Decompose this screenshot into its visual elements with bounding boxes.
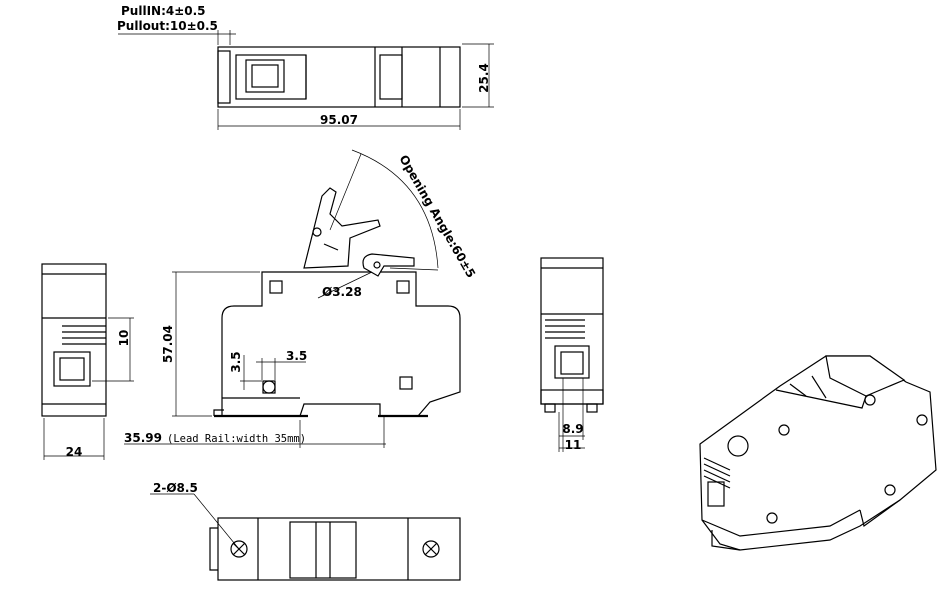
rail-note-label: (Lead Rail:width 35mm): [167, 433, 306, 445]
width-11-label: 11: [565, 438, 582, 452]
bottom-view: [150, 493, 461, 581]
top-view-body: [217, 46, 461, 108]
width-24-label: 24: [66, 445, 83, 459]
top-view: [118, 30, 494, 130]
length-95-07-label: 95.07: [320, 113, 358, 127]
offset-3-5-vertical-label: 3.5: [229, 351, 243, 372]
right-end-view: [540, 257, 604, 452]
offset-3-5-horizontal-label: 3.5: [286, 349, 307, 363]
width-8-9-label: 8.9: [562, 422, 583, 436]
isometric-view: [699, 355, 937, 551]
height-57-04-label: 57.04: [161, 325, 175, 363]
front-view: [124, 149, 461, 448]
pull-out-label: Pullout:10±0.5: [117, 19, 218, 33]
rail-offset-label: 35.99: [124, 431, 162, 445]
diameter-3-28-label: Ø3.28: [322, 285, 362, 299]
left-side-view: [41, 263, 134, 460]
height-25-4-label: 25.4: [477, 63, 491, 93]
pull-in-label: PullIN:4±0.5: [121, 4, 206, 18]
height-10-label: 10: [117, 330, 131, 347]
mount-holes-label: 2-Ø8.5: [153, 481, 198, 495]
